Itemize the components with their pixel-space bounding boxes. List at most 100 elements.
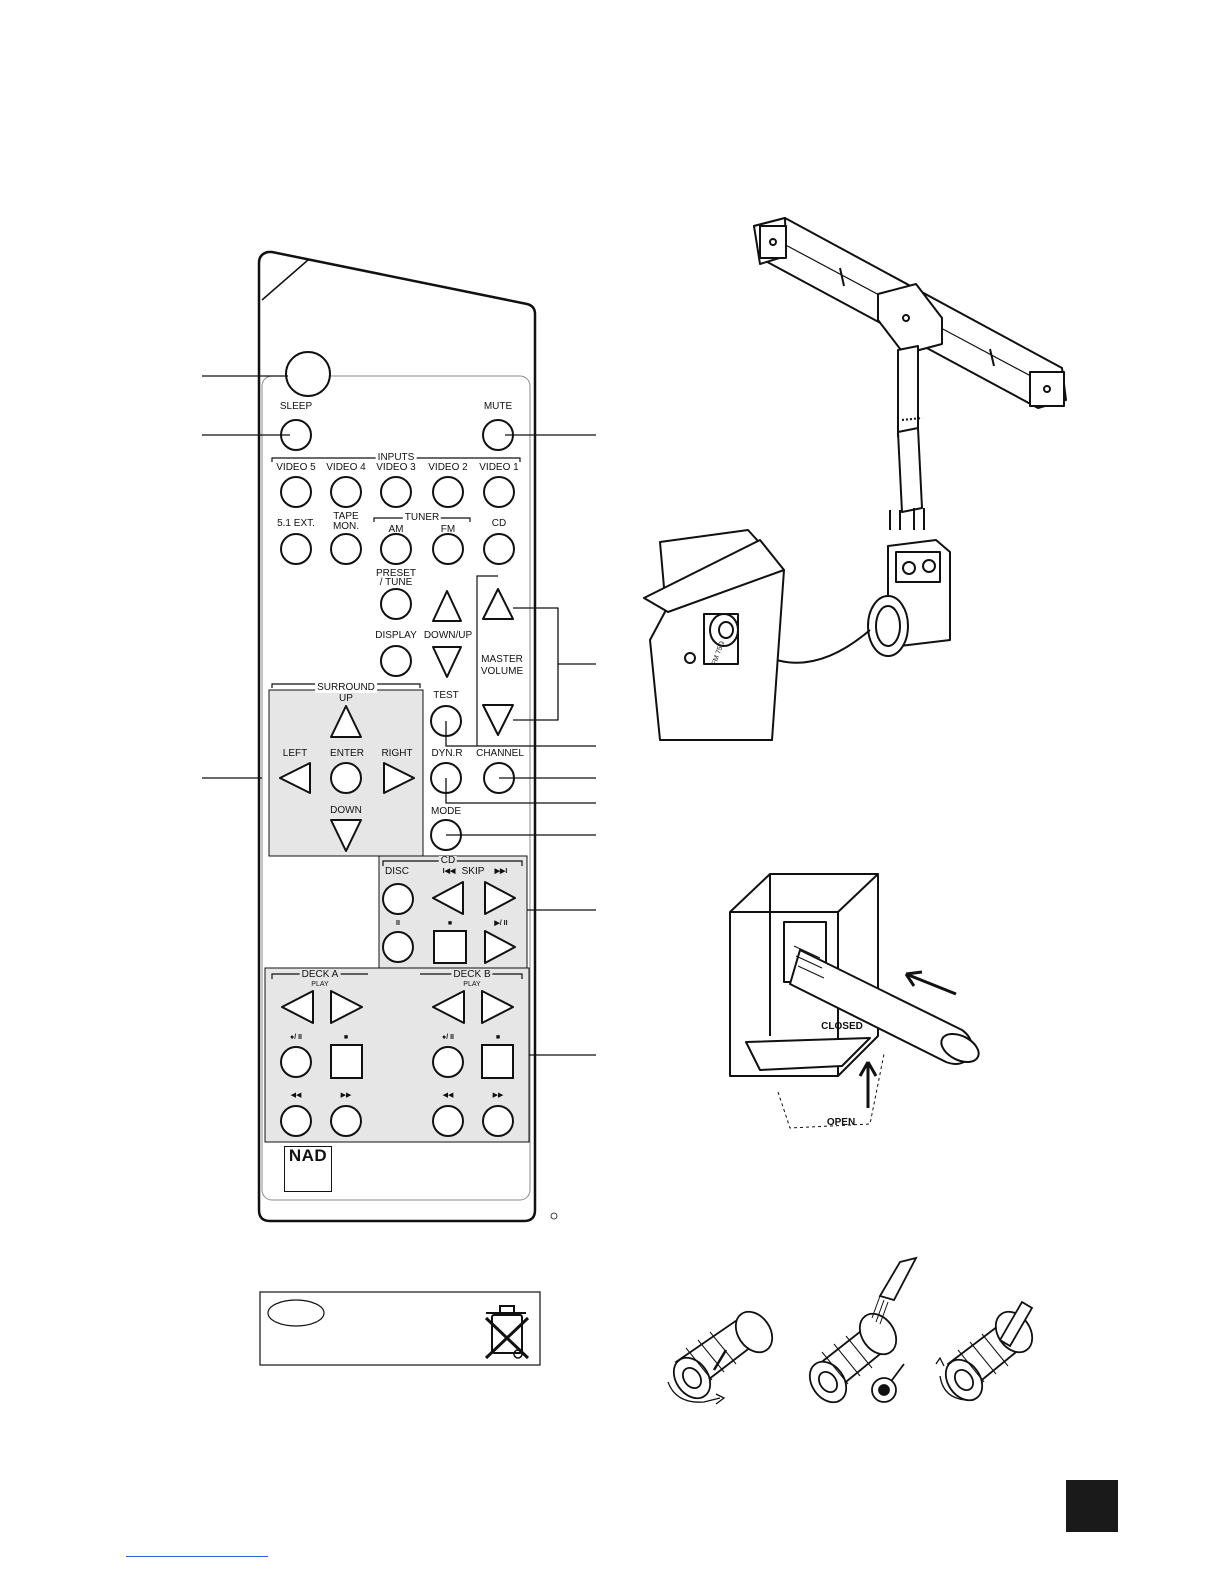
deck-b-play-reverse-button bbox=[432, 990, 465, 1024]
test-label: TEST bbox=[433, 690, 459, 701]
surround-down-button bbox=[330, 819, 362, 852]
recycle-bin-crossed-icon bbox=[484, 1305, 530, 1360]
deck-b-play-label: PLAY bbox=[463, 981, 481, 988]
preset-tune-button bbox=[380, 588, 412, 620]
closed-label: CLOSED bbox=[821, 1021, 863, 1032]
left-label: LEFT bbox=[282, 748, 308, 759]
am-button bbox=[380, 533, 412, 565]
tuner-header: TUNER bbox=[402, 512, 442, 523]
video4-label: VIDEO 4 bbox=[326, 462, 366, 473]
cd-skip-back-button bbox=[432, 881, 464, 915]
power-button bbox=[285, 351, 331, 397]
callout-dynr bbox=[445, 778, 596, 804]
surround-right-button bbox=[383, 762, 415, 794]
volume-up-button bbox=[482, 588, 514, 620]
arrow-icon bbox=[904, 970, 957, 996]
video3-label: VIDEO 3 bbox=[376, 462, 416, 473]
open-label: OPEN bbox=[826, 1117, 856, 1128]
deck-a-header: DECK A bbox=[299, 969, 341, 980]
deck-a-stop-glyph: ■ bbox=[343, 1034, 349, 1041]
cd-stop-glyph: ■ bbox=[447, 920, 453, 927]
page-corner-tab bbox=[1066, 1480, 1118, 1532]
tape-mon-label-1: TAPE bbox=[333, 511, 359, 522]
deck-a-play-forward-button bbox=[330, 990, 363, 1024]
binding-posts-illustration bbox=[667, 1256, 1034, 1405]
binding-post-2 bbox=[808, 1256, 918, 1404]
down-label: DOWN bbox=[330, 805, 362, 816]
skip-fwd-glyph: ▶▶I bbox=[494, 868, 508, 875]
deck-a-play-label: PLAY bbox=[311, 981, 329, 988]
master-volume-label-2: VOLUME bbox=[480, 666, 524, 677]
fm-button bbox=[432, 533, 464, 565]
deck-b-rewind-button bbox=[432, 1105, 464, 1137]
surround-left-button bbox=[279, 762, 311, 794]
mute-label: MUTE bbox=[483, 401, 513, 412]
video3-button bbox=[380, 476, 412, 508]
channel-label: CHANNEL bbox=[476, 748, 524, 759]
deck-a-stop-button bbox=[330, 1044, 363, 1079]
inputs-header: INPUTS bbox=[375, 452, 417, 463]
video5-label: VIDEO 5 bbox=[276, 462, 316, 473]
arrow-icon bbox=[858, 1061, 878, 1108]
master-volume-bracket bbox=[476, 575, 498, 746]
deck-a-ffwd-button bbox=[330, 1105, 362, 1137]
cd-play-pause-button bbox=[484, 930, 516, 964]
volume-down-button bbox=[482, 704, 514, 736]
fm-label: FM bbox=[440, 524, 456, 535]
cd-input-label: CD bbox=[491, 518, 507, 529]
deck-b-rewind-glyph: ◀◀ bbox=[442, 1092, 454, 1099]
disc-button bbox=[382, 883, 414, 915]
display-button bbox=[380, 645, 412, 677]
right-label: RIGHT bbox=[381, 748, 413, 759]
registered-mark bbox=[550, 1212, 558, 1220]
deck-a-play-reverse-button bbox=[281, 990, 314, 1024]
down-up-label: DOWN/UP bbox=[423, 630, 473, 641]
dynr-label: DYN.R bbox=[431, 748, 463, 759]
video1-label: VIDEO 1 bbox=[479, 462, 519, 473]
ext51-label: 5.1 EXT. bbox=[277, 518, 315, 529]
enter-button bbox=[330, 762, 362, 794]
pause-glyph: II bbox=[396, 920, 400, 927]
nad-logo: NAD bbox=[284, 1146, 332, 1192]
tune-up-button bbox=[432, 590, 462, 622]
deck-b-play-forward-button bbox=[481, 990, 514, 1024]
skip-back-glyph: I◀◀ bbox=[442, 868, 456, 875]
play-pause-glyph: ▶/ II bbox=[494, 920, 508, 927]
deck-a-rec-pause-glyph: ●/ II bbox=[289, 1034, 303, 1041]
master-volume-label-1: MASTER bbox=[481, 654, 523, 665]
deck-a-rewind-button bbox=[280, 1105, 312, 1137]
callout-test bbox=[445, 721, 596, 747]
brand-text: NAD bbox=[288, 1146, 328, 1165]
cd-skip-fwd-button bbox=[484, 881, 516, 915]
video4-button bbox=[330, 476, 362, 508]
deck-b-stop-button bbox=[481, 1044, 514, 1079]
footer-link-underline[interactable] bbox=[126, 1556, 268, 1557]
preset-tune-label-2: / TUNE bbox=[379, 577, 413, 588]
tape-mon-label-2: MON. bbox=[332, 521, 360, 532]
video2-label: VIDEO 2 bbox=[428, 462, 468, 473]
cd-stop-button bbox=[433, 930, 467, 964]
am-label: AM bbox=[388, 524, 404, 535]
display-label: DISPLAY bbox=[375, 630, 417, 641]
antenna-terminal-illustration bbox=[729, 873, 980, 1129]
fm-antenna-illustration bbox=[643, 217, 1067, 741]
surround-up-button bbox=[330, 705, 362, 738]
deck-a-rec-pause-button bbox=[280, 1046, 312, 1078]
sleep-label: SLEEP bbox=[279, 401, 313, 412]
deck-b-rec-pause-button bbox=[432, 1046, 464, 1078]
pause-button bbox=[382, 931, 414, 963]
deck-b-ffwd-glyph: ▶▶ bbox=[492, 1092, 504, 1099]
enter-label: ENTER bbox=[330, 748, 364, 759]
tune-down-button bbox=[432, 646, 462, 678]
recycling-notice bbox=[259, 1291, 541, 1366]
disc-label: DISC bbox=[385, 866, 409, 877]
cd-section-header: CD bbox=[438, 855, 458, 866]
deck-b-header: DECK B bbox=[451, 969, 493, 980]
callout-volume bbox=[513, 607, 596, 721]
video1-button bbox=[483, 476, 515, 508]
skip-label: SKIP bbox=[461, 866, 485, 877]
deck-b-ffwd-button bbox=[482, 1105, 514, 1137]
binding-post-1 bbox=[667, 1310, 774, 1405]
binding-post-3 bbox=[935, 1300, 1034, 1402]
